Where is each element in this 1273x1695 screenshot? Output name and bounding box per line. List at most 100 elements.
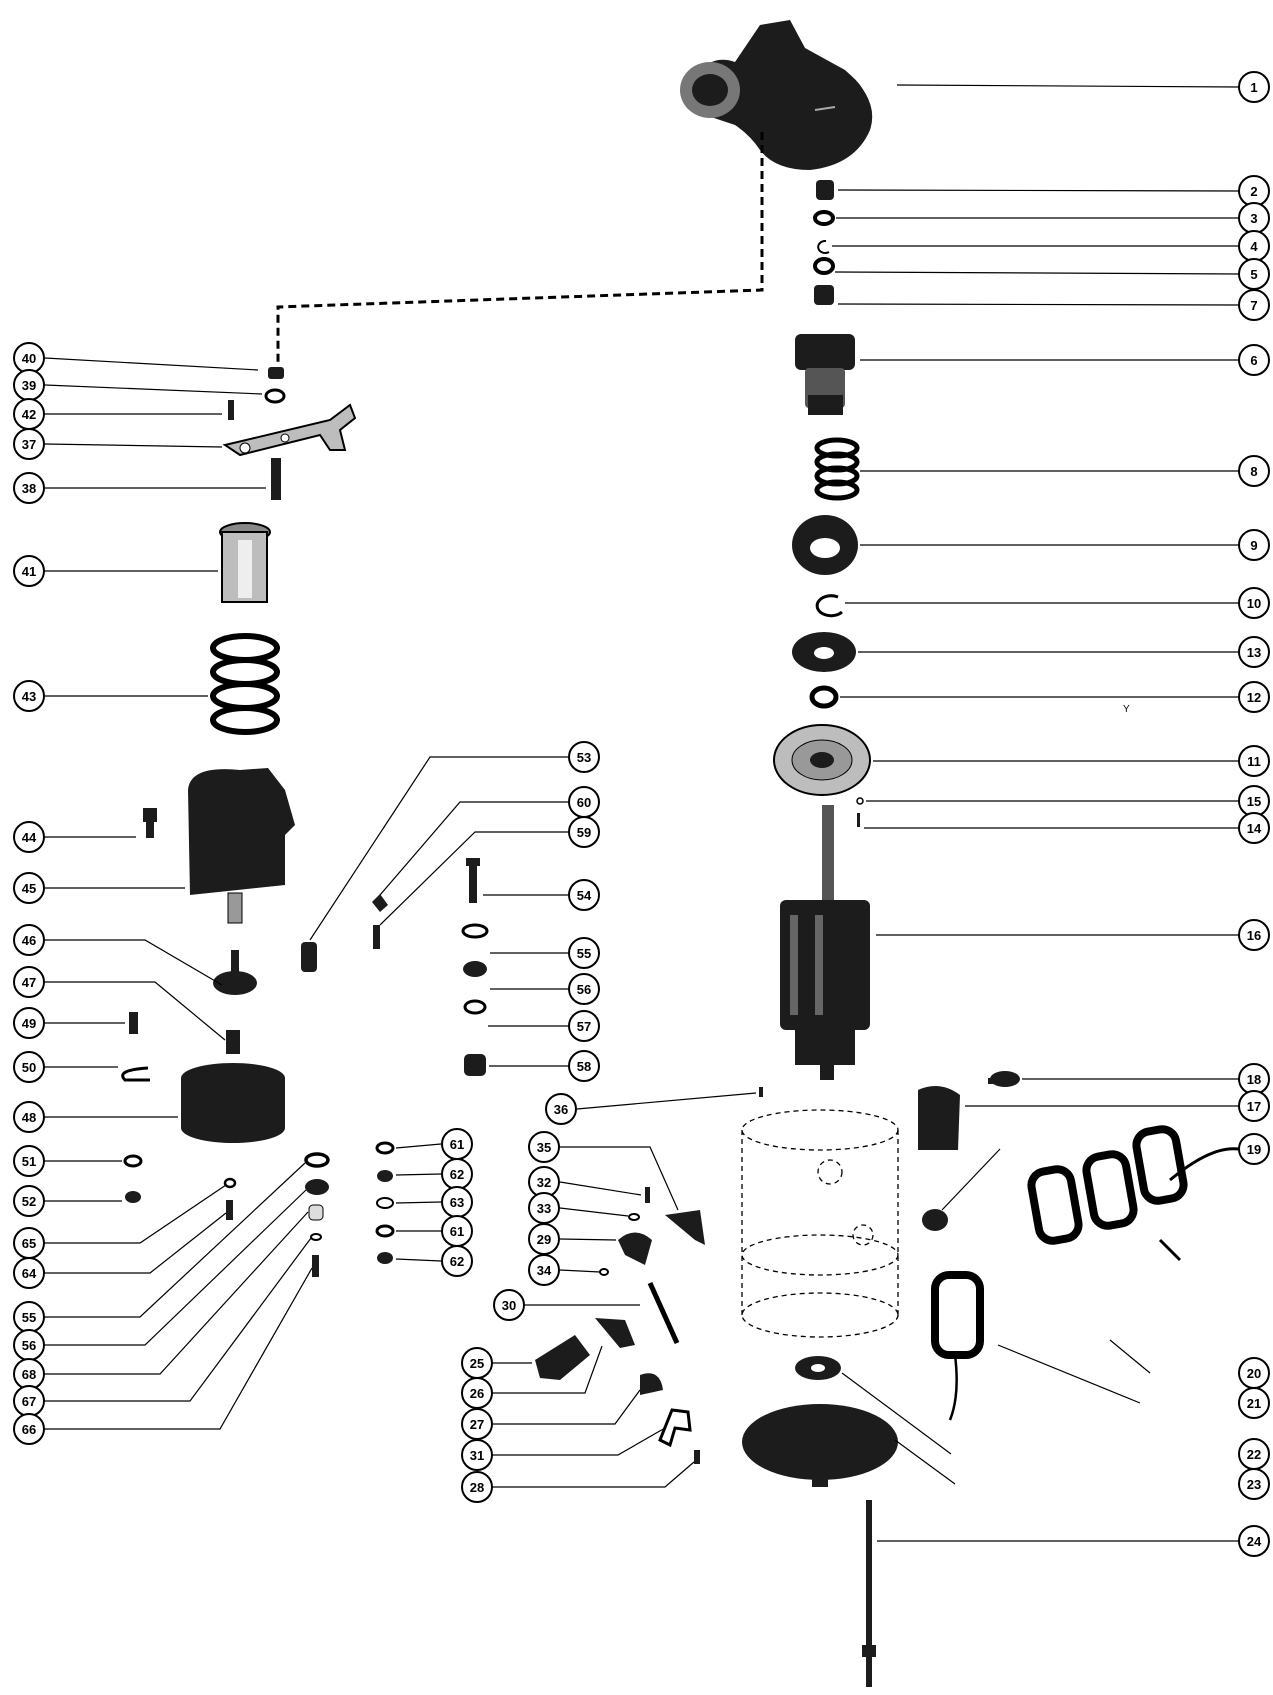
callout-49: 49 — [13, 1007, 45, 1039]
callout-number: 65 — [22, 1236, 36, 1251]
part-washer-55b — [461, 923, 489, 939]
leader-line-62 — [395, 1258, 442, 1262]
callout-56: 56 — [568, 973, 600, 1005]
part-end-plate-11 — [773, 724, 871, 796]
leader-line-28 — [493, 1461, 695, 1488]
callout-circle — [528, 1254, 560, 1286]
part-washer-61a — [375, 1141, 395, 1155]
part-washer-22 — [795, 1356, 841, 1380]
leader-line-61 — [395, 1143, 442, 1149]
part-clip-50 — [121, 1066, 150, 1082]
callout-66: 66 — [13, 1413, 45, 1445]
callout-7: 7 — [1238, 289, 1270, 321]
callout-25: 25 — [461, 1347, 493, 1379]
callout-number: 56 — [577, 982, 591, 997]
callout-circle — [461, 1471, 493, 1503]
leader-line-60 — [379, 801, 568, 896]
leader-line-40 — [44, 357, 259, 371]
callout-27: 27 — [461, 1408, 493, 1440]
callout-number: 53 — [577, 750, 591, 765]
callout-number: 44 — [22, 830, 37, 845]
callout-number: 31 — [470, 1448, 484, 1463]
callout-number: 63 — [450, 1195, 464, 1210]
callout-30: 30 — [493, 1289, 525, 1321]
callout-circle — [1238, 919, 1270, 951]
leader-line-37 — [44, 443, 223, 448]
callout-circle — [13, 1413, 45, 1445]
leader-line-1 — [896, 84, 1240, 88]
callout-34: 34 — [528, 1254, 560, 1286]
leader-line-65 — [45, 1184, 227, 1244]
callout-number: 12 — [1247, 690, 1261, 705]
callout-number: 52 — [22, 1194, 36, 1209]
callout-56: 56 — [13, 1329, 45, 1361]
part-insulator-27 — [640, 1373, 663, 1395]
callout-number: 41 — [22, 564, 36, 579]
callout-circle — [568, 1010, 600, 1042]
callout-47: 47 — [13, 966, 45, 998]
callout-43: 43 — [13, 680, 45, 712]
part-clip-31 — [658, 1408, 692, 1448]
part-collar-9 — [792, 515, 858, 575]
callout-number: 8 — [1250, 464, 1257, 479]
callout-number: 32 — [537, 1175, 551, 1190]
callout-circle — [441, 1245, 473, 1277]
callout-46: 46 — [13, 924, 45, 956]
leader-line-56 — [45, 1189, 307, 1346]
callout-23: 23 — [1238, 1468, 1270, 1500]
part-screw-59 — [373, 925, 380, 949]
callout-45: 45 — [13, 872, 45, 904]
callout-50: 50 — [13, 1051, 45, 1083]
callout-number: 62 — [450, 1254, 464, 1269]
callout-number: 39 — [22, 378, 36, 393]
callout-circle — [528, 1131, 560, 1163]
callout-31: 31 — [461, 1439, 493, 1471]
part-solenoid-45 — [188, 768, 295, 924]
callout-58: 58 — [568, 1050, 600, 1082]
callout-21: 21 — [1238, 1387, 1270, 1419]
part-insulator-68 — [308, 1204, 324, 1221]
part-nut-56b — [463, 961, 487, 977]
callout-11: 11 — [1238, 745, 1270, 777]
callout-circle — [568, 816, 600, 848]
part-frame-dashed — [741, 1109, 899, 1338]
callout-number: 7 — [1250, 298, 1257, 313]
dashed-connector-line — [276, 132, 764, 365]
leader-line-31 — [493, 1427, 666, 1456]
callout-circle — [1238, 812, 1270, 844]
callout-1: 1 — [1238, 71, 1270, 103]
part-washer-12 — [809, 685, 839, 709]
leader-line-63 — [395, 1201, 442, 1204]
callout-circle — [1238, 71, 1270, 103]
callout-54: 54 — [568, 879, 600, 911]
leader-line-7 — [837, 303, 1240, 306]
part-brush-holder-29 — [618, 1232, 652, 1265]
callout-number: 48 — [22, 1110, 36, 1125]
callout-circle — [13, 1101, 45, 1133]
part-armature-16 — [780, 805, 870, 1080]
callout-circle — [13, 1185, 45, 1217]
leader-line-47 — [45, 981, 226, 1041]
leader-line-67 — [45, 1237, 312, 1402]
leader-line-27 — [493, 1389, 641, 1425]
callout-53: 53 — [568, 741, 600, 773]
callout-39: 39 — [13, 369, 45, 401]
part-nut-56a — [305, 1179, 329, 1195]
part-solenoid-cap-48 — [181, 1063, 285, 1143]
callout-15: 15 — [1238, 785, 1270, 817]
callout-57: 57 — [568, 1010, 600, 1042]
callout-38: 38 — [13, 472, 45, 504]
callout-8: 8 — [1238, 455, 1270, 487]
leader-line-39 — [44, 384, 263, 395]
part-screw-18 — [988, 1071, 1020, 1087]
part-brush-35 — [665, 1210, 705, 1245]
callout-circle — [1238, 1133, 1270, 1165]
callout-number: 42 — [22, 407, 36, 422]
leader-line-33 — [559, 1207, 629, 1217]
callout-number: 59 — [577, 825, 591, 840]
callout-number: 2 — [1250, 184, 1257, 199]
callout-circle — [13, 1145, 45, 1177]
callout-circle — [13, 821, 45, 853]
callout-circle — [13, 872, 45, 904]
callout-number: 62 — [450, 1167, 464, 1182]
